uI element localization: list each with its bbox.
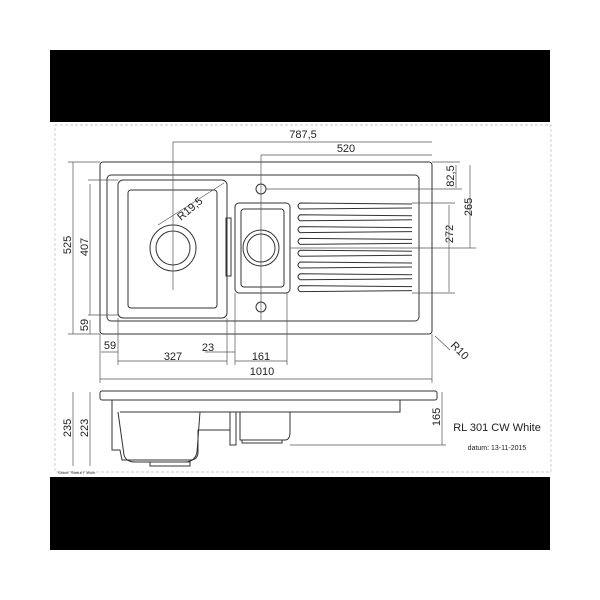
drainer-groove [297,249,413,257]
dim-r10: R10 [448,340,471,363]
dim-272: 272 [444,225,456,243]
top-black-bar [50,50,550,122]
dim-235: 235 [62,419,74,437]
dim-59-v: 59 [79,319,91,331]
drainer-groove [297,226,413,234]
sink-side-view [99,390,438,467]
drainer-groove [297,273,413,281]
sink-top-view [99,161,433,335]
model-label: RL 301 CW White [453,422,541,434]
dim-82-5: 82,5 [445,165,457,186]
date-label: datum: 13-11-2015 [468,445,527,452]
dim-525: 525 [62,236,74,254]
drainer-grooves [297,202,413,293]
dim-520: 520 [337,143,355,155]
dim-787-5: 787,5 [289,129,317,141]
dim-1010: 1010 [250,366,274,378]
drainer-groove [297,285,413,293]
footer-note: Shunt "Streut !" Wich [58,470,95,475]
drainer-groove [297,214,413,222]
dimension-lines [68,141,476,466]
drawing-frame [54,124,552,473]
dim-59-h: 59 [104,340,116,352]
drainer-groove [297,261,413,269]
dim-265: 265 [463,198,475,216]
drainer-groove [297,202,413,210]
dim-161: 161 [252,351,270,363]
dim-407: 407 [79,238,91,256]
dim-165: 165 [431,408,443,426]
dim-23: 23 [202,342,214,354]
dim-r19-5: R19,5 [175,195,205,223]
bottom-black-bar [50,477,550,550]
drainer-groove [297,237,413,245]
dim-223: 223 [79,419,91,437]
dim-327: 327 [164,351,182,363]
